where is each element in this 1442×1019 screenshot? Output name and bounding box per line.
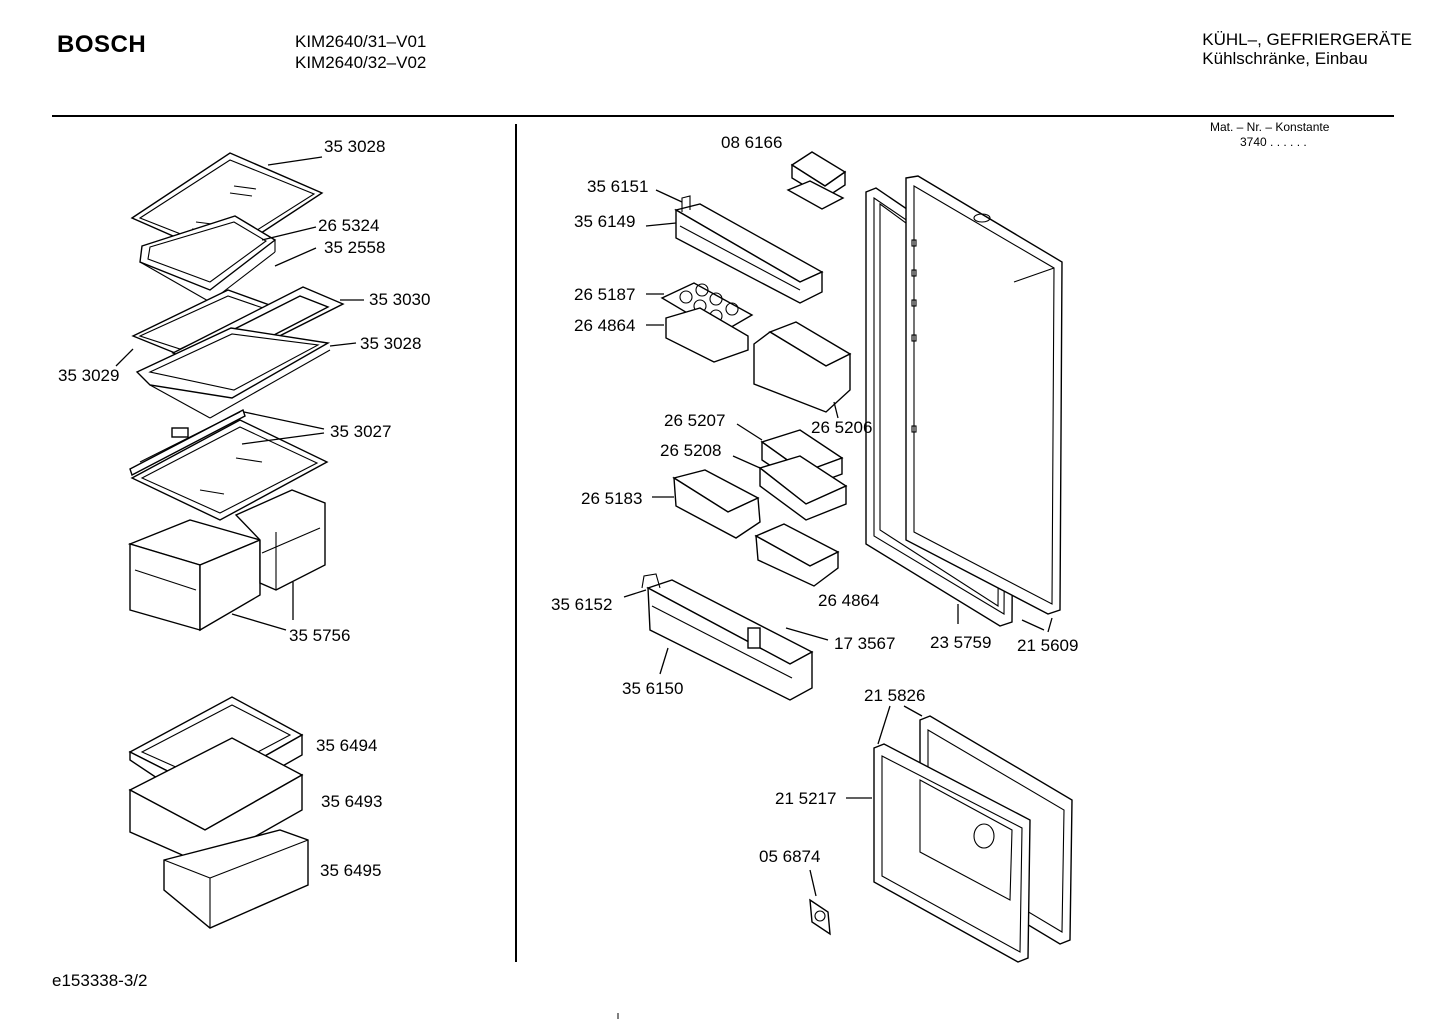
part-label: 17 3567 (834, 634, 895, 653)
part-label: 26 5208 (660, 441, 721, 460)
part-label: 23 5759 (930, 633, 991, 652)
part-label: 35 6150 (622, 679, 683, 698)
leader-line (241, 432, 325, 445)
door-bin-medium (753, 321, 852, 413)
material-note: Mat. – Nr. – Konstante 3740 . . . . . . (1210, 120, 1329, 150)
leader-line (655, 189, 683, 203)
category-line-1: KÜHL–, GEFRIERGERÄTE (1202, 30, 1412, 49)
part-label: 35 6149 (574, 212, 635, 231)
part-label: 35 3028 (324, 137, 385, 156)
part-label: 26 5187 (574, 285, 635, 304)
leader-line (785, 627, 829, 641)
part-label: 26 5183 (581, 489, 642, 508)
part-label: 35 3029 (58, 366, 119, 385)
part-label: 21 5609 (1017, 636, 1078, 655)
part-label: 35 6495 (320, 861, 381, 880)
freezer-door (873, 715, 1073, 963)
part-label: 35 3030 (369, 290, 430, 309)
leader-line (243, 411, 325, 430)
leader-line (877, 705, 891, 745)
part-label: 26 4864 (574, 316, 635, 335)
leader-line (736, 423, 763, 441)
leader-line (1021, 619, 1045, 631)
part-label: 35 5756 (289, 626, 350, 645)
leader-line (1047, 617, 1053, 633)
brand-logo: BOSCH (57, 31, 147, 58)
model-number-1: KIM2640/31–V01 (295, 32, 427, 51)
door-shelf-upper (674, 195, 824, 304)
leader-line (115, 348, 134, 367)
part-label: 35 6494 (316, 736, 377, 755)
small-door-bins (672, 429, 848, 587)
part-label: 35 6493 (321, 792, 382, 811)
butter-dish (786, 151, 847, 210)
egg-tray (660, 282, 754, 363)
model-number-2: KIM2640/32–V02 (295, 53, 427, 72)
leader-line (623, 589, 647, 598)
crisper-drawers (127, 489, 326, 632)
part-label: 35 2558 (324, 238, 385, 257)
part-label: 26 5324 (318, 216, 379, 235)
leader-line (659, 647, 669, 675)
freezer-light-cover (809, 898, 831, 936)
part-label: 26 4864 (818, 591, 879, 610)
leader-line (329, 342, 357, 347)
leader-line (231, 613, 287, 631)
part-label: 35 6152 (551, 595, 612, 614)
leader-line (645, 222, 677, 227)
part-label: 05 6874 (759, 847, 820, 866)
material-note-label: Mat. – Nr. – Konstante (1210, 120, 1330, 134)
shelf-frame (139, 215, 277, 303)
fridge-door-panel (905, 175, 1063, 615)
leader-line (732, 455, 761, 469)
material-note-value: 3740 . . . . . . (1240, 135, 1307, 149)
leader-line (903, 705, 923, 717)
glass-shelf-with-rail (129, 408, 329, 521)
header-divider (52, 115, 1394, 117)
split-shelf (131, 286, 345, 419)
part-label: 35 3028 (360, 334, 421, 353)
model-numbers: KIM2640/31–V01 KIM2640/32–V02 (295, 31, 426, 73)
appliance-category: KÜHL–, GEFRIERGERÄTE Kühlschränke, Einba… (1202, 30, 1412, 68)
leader-line (809, 869, 817, 897)
door-shelf-bottom (641, 573, 814, 701)
leader-line (274, 247, 317, 267)
leader-line (261, 226, 317, 241)
drawing-code: e153338-3/2 (52, 971, 148, 990)
part-label: 35 6151 (587, 177, 648, 196)
part-label: 26 5206 (811, 418, 872, 437)
part-label: 08 6166 (721, 133, 782, 152)
part-label: 21 5217 (775, 789, 836, 808)
leader-line (833, 401, 839, 419)
category-line-2: Kühlschränke, Einbau (1202, 49, 1368, 68)
part-label: 21 5826 (864, 686, 925, 705)
freezer-drawers (128, 696, 309, 929)
part-label: 26 5207 (664, 411, 725, 430)
part-label: 35 3027 (330, 422, 391, 441)
leader-line (267, 156, 323, 166)
